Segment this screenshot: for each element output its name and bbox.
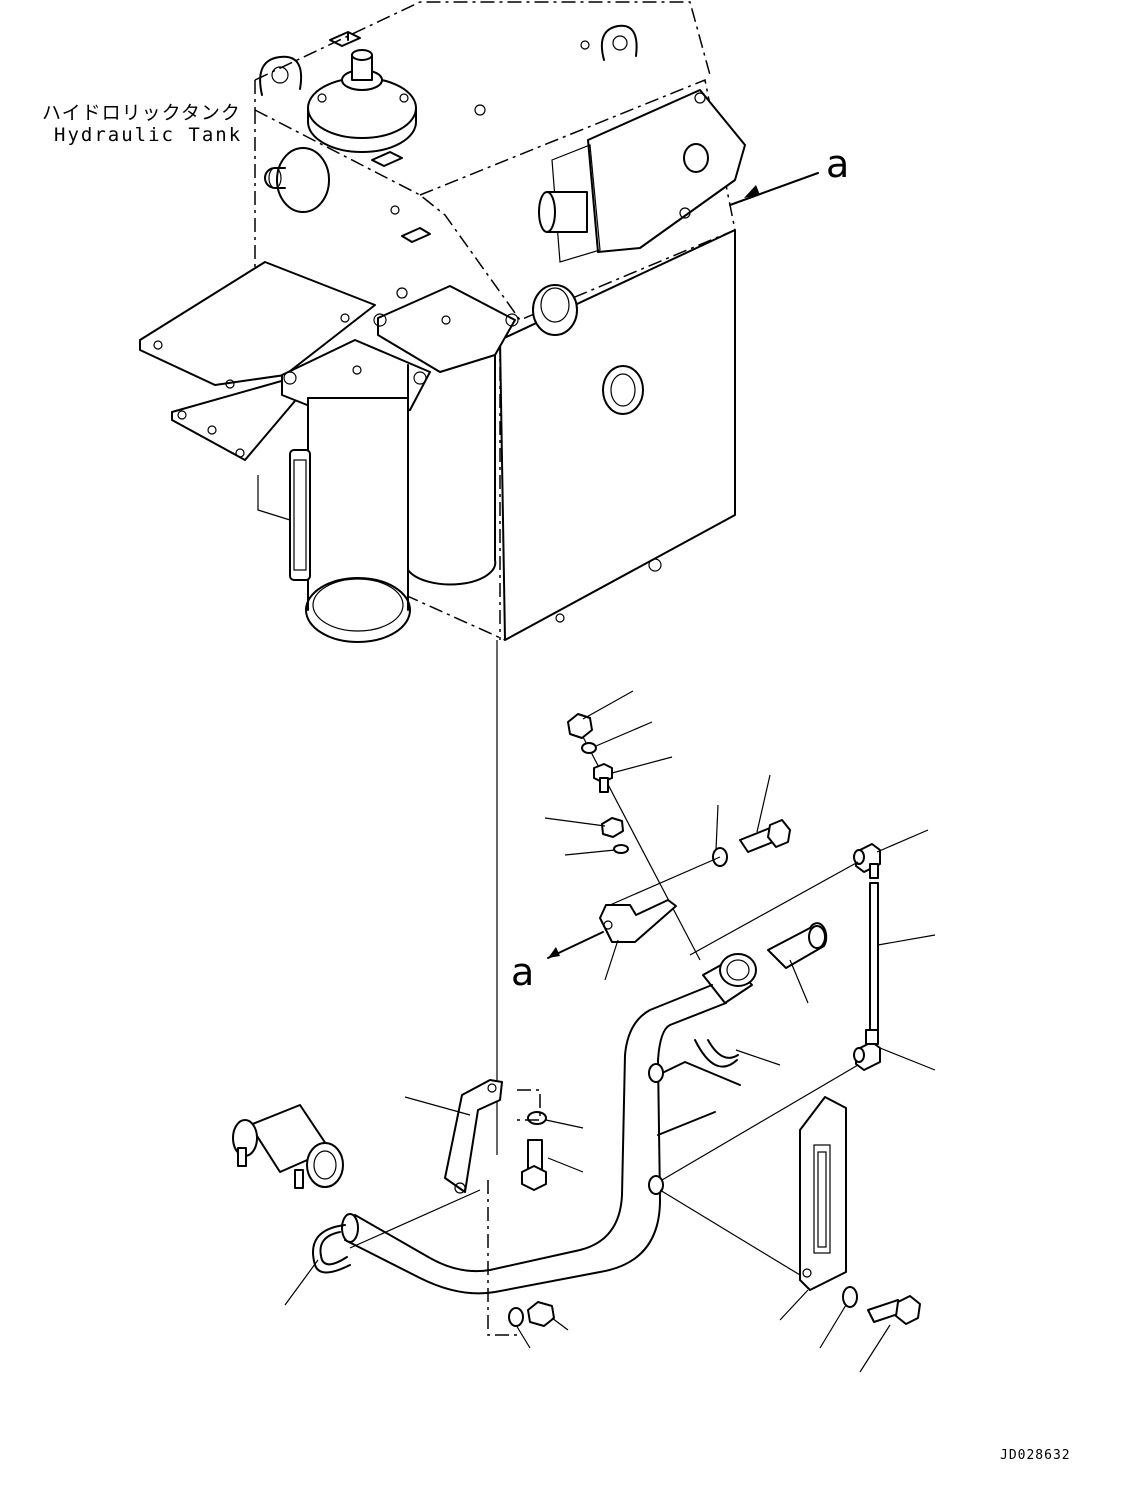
suction-pipe	[232, 953, 781, 1349]
hydraulic-tank	[139, 1, 819, 1155]
upper-fittings	[544, 690, 936, 1071]
drawing-number: JD028632	[1000, 1448, 1071, 1463]
view-marker-top: a	[826, 142, 850, 186]
tank-name-english: Hydraulic Tank	[54, 124, 243, 146]
tank-name-japanese: ハイドロリックタンク	[42, 102, 241, 124]
cover-plate	[659, 1064, 921, 1373]
view-marker-bottom: a	[511, 950, 535, 994]
